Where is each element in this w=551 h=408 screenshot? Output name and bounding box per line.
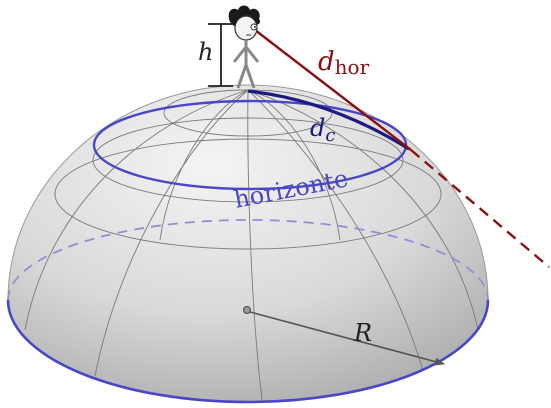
height-bracket <box>208 23 233 87</box>
radius-arrow <box>249 311 445 366</box>
equator-front <box>6 299 490 404</box>
label-R: R <box>353 319 372 347</box>
equator-back-dashed <box>7 219 489 301</box>
dc-arc <box>247 89 410 151</box>
dhor-tangent-line <box>254 29 412 151</box>
dome-grid <box>24 89 479 401</box>
label-d-c: dc <box>310 114 335 146</box>
observer-figure <box>228 5 261 89</box>
center-point <box>243 306 251 314</box>
label-h: h <box>198 38 213 66</box>
label-d-hor: dhor <box>318 47 370 79</box>
tangent-extension-dashed <box>410 149 550 268</box>
